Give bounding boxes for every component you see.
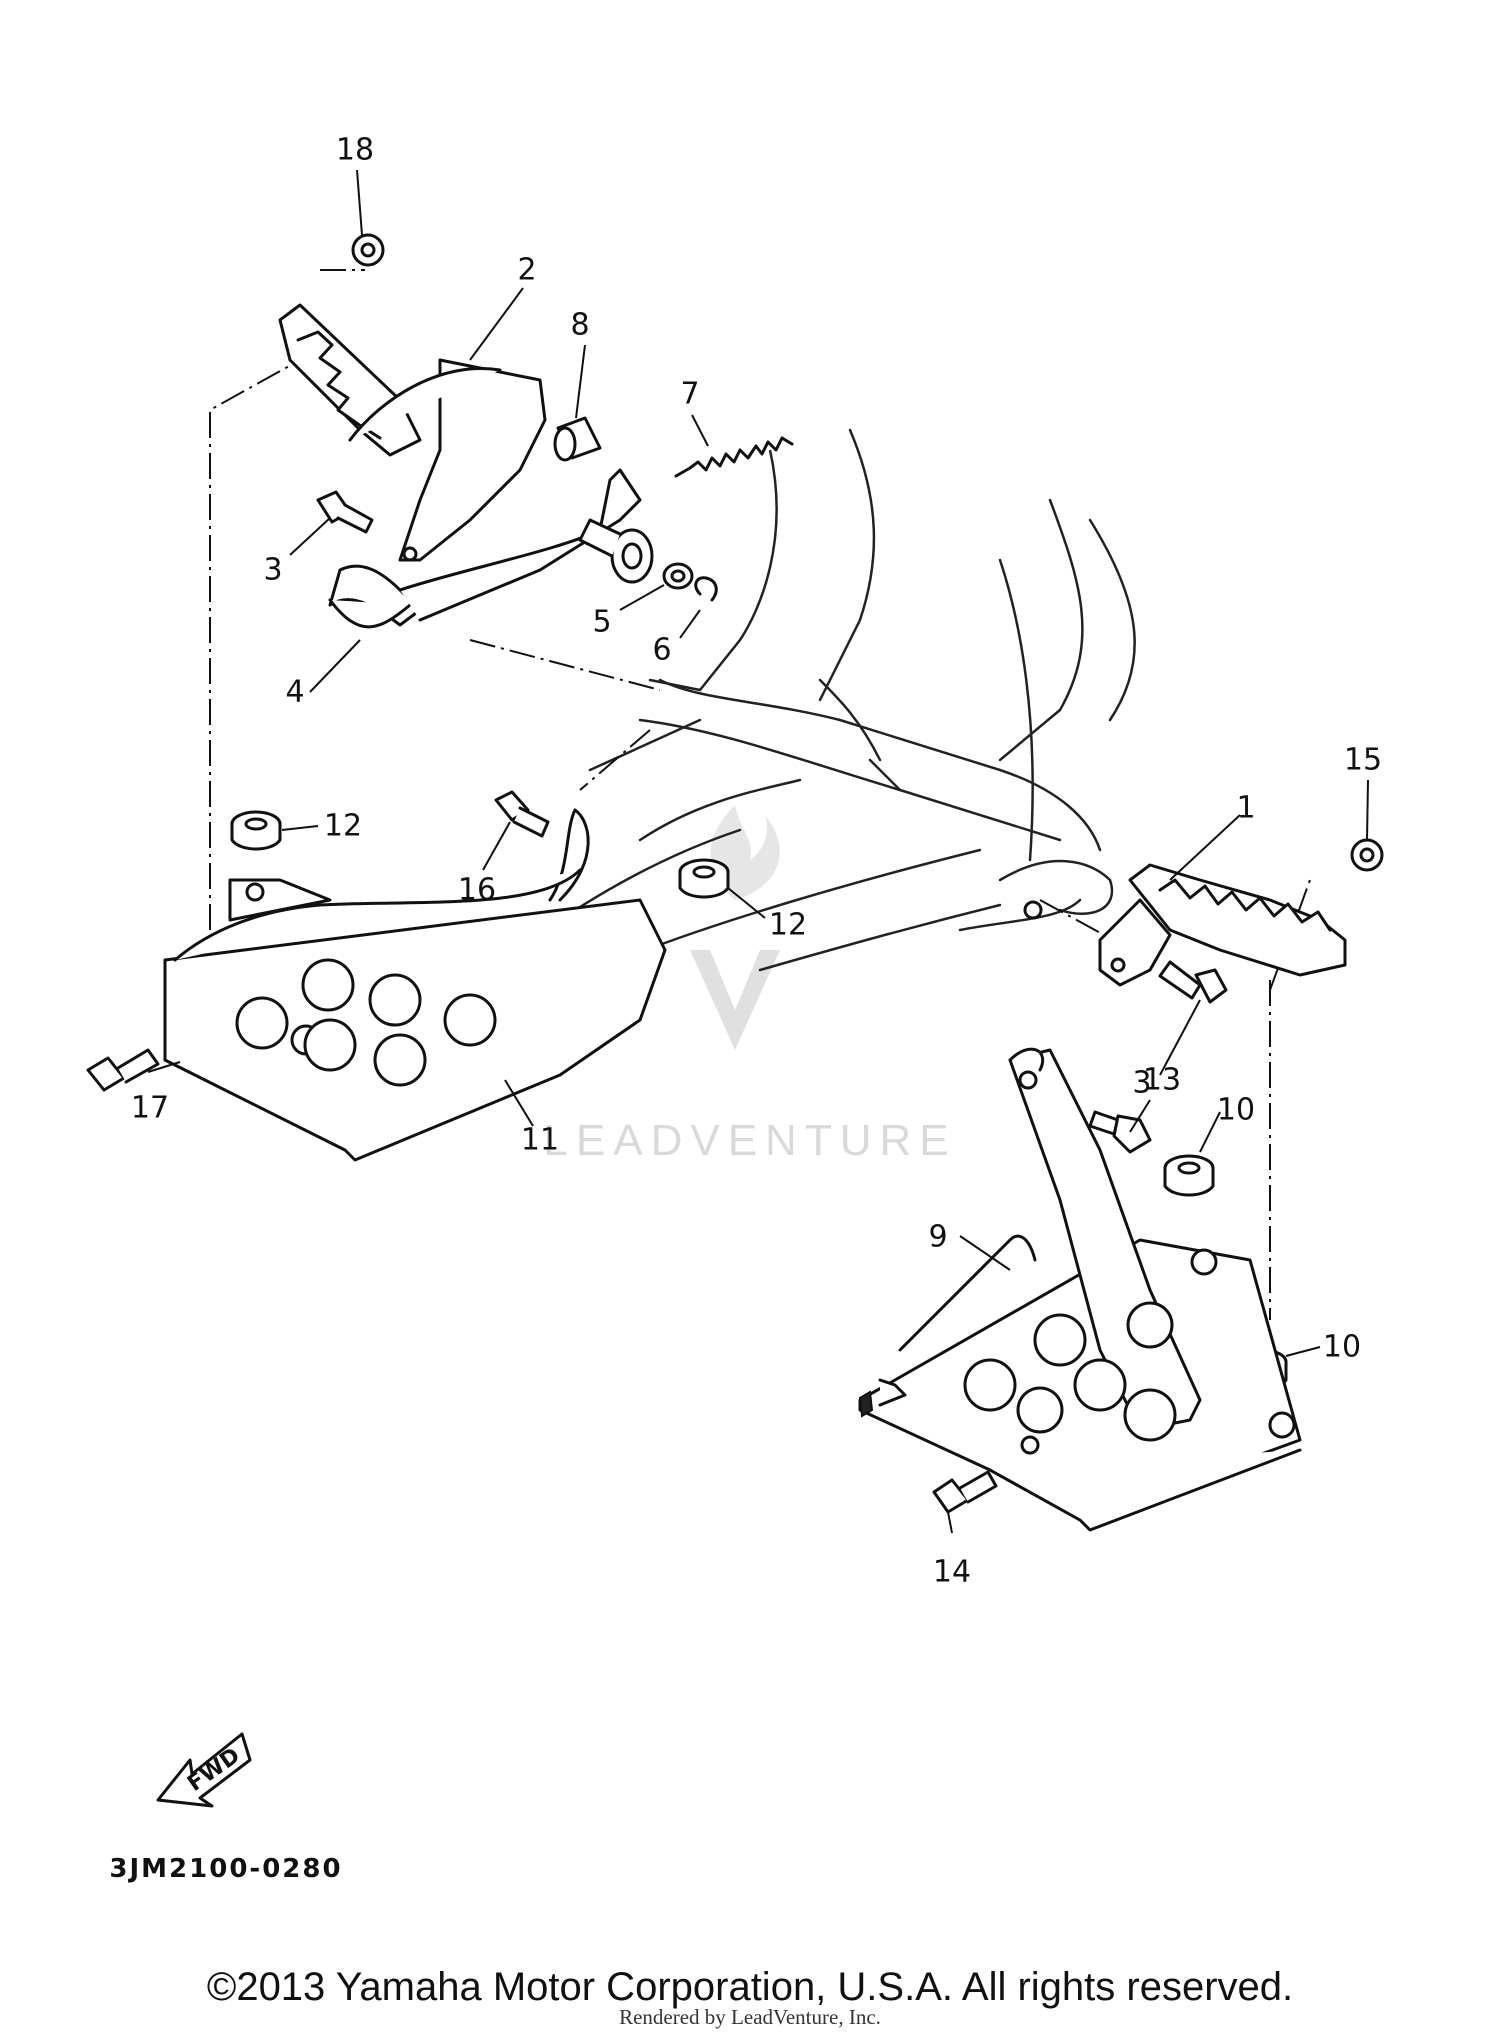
callout-13: 13 <box>1143 1063 1181 1098</box>
callout-3-lower: 3 <box>1132 1066 1151 1101</box>
callout-2: 2 <box>517 253 536 288</box>
callout-5: 5 <box>592 605 611 640</box>
callout-4: 4 <box>285 675 304 710</box>
nut-15 <box>1350 838 1384 872</box>
callout-11: 11 <box>521 1123 559 1158</box>
callout-6: 6 <box>652 633 671 668</box>
footrest-left <box>278 303 547 562</box>
fwd-arrow: FWD <box>156 1732 252 1808</box>
callout-17: 17 <box>131 1091 169 1126</box>
bolt-14 <box>932 1470 998 1514</box>
frame-outline <box>558 428 1136 972</box>
callout-3-upper: 3 <box>263 553 282 588</box>
grommet-12-right <box>678 858 730 899</box>
grommet-10-upper <box>1163 1154 1215 1197</box>
leader-lines <box>147 169 1369 1534</box>
callout-14: 14 <box>933 1555 971 1590</box>
clip-6 <box>694 576 718 602</box>
callout-9: 9 <box>928 1220 947 1255</box>
brake-pedal-4 <box>328 468 642 629</box>
bolt-3-lower <box>1158 960 1228 1004</box>
footboard-11 <box>163 808 667 1162</box>
callout-18: 18 <box>336 133 374 168</box>
callout-12-right: 12 <box>769 908 807 943</box>
bolt-17 <box>86 1048 160 1092</box>
callout-1: 1 <box>1236 791 1255 826</box>
callout-15: 15 <box>1344 743 1382 778</box>
bolt-3-upper <box>316 490 374 534</box>
watermark-v-logo <box>690 950 780 1050</box>
callout-12-left: 12 <box>324 809 362 844</box>
callout-7: 7 <box>680 377 699 412</box>
callout-10-lower: 10 <box>1323 1330 1361 1365</box>
spring-7 <box>674 436 794 478</box>
callouts: 18 2 8 7 3 5 6 4 15 1 12 16 12 17 11 3 1… <box>131 133 1382 1590</box>
callout-8: 8 <box>570 308 589 343</box>
footrest-right <box>1023 863 1347 987</box>
copyright-notice: ©2013 Yamaha Motor Corporation, U.S.A. A… <box>206 1965 1294 2009</box>
grommet-12-left <box>230 810 282 851</box>
nut-18 <box>351 233 385 267</box>
callout-10-upper: 10 <box>1217 1093 1255 1128</box>
watermark-brand-text: LEADVENTURE <box>543 1116 956 1165</box>
bolt-16 <box>494 790 550 838</box>
diagram-code: 3JM2100-0280 <box>109 1854 342 1884</box>
pivot-hardware <box>578 518 718 602</box>
bolt-13 <box>1088 1110 1152 1154</box>
collar-8 <box>553 416 602 462</box>
rendered-by-note: Rendered by LeadVenture, Inc. <box>619 2005 881 2029</box>
callout-16: 16 <box>458 873 496 908</box>
